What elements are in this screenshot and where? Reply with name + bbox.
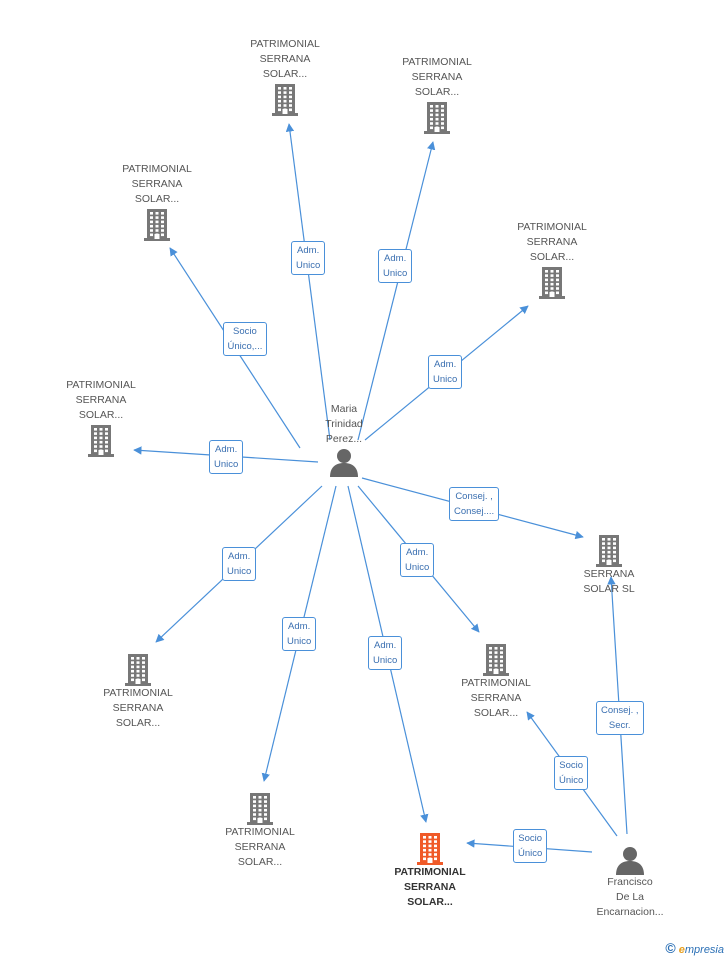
company-node-c2[interactable]: PATRIMONIAL SERRANA SOLAR... [377, 55, 497, 134]
building-icon [200, 791, 320, 825]
relation-label[interactable]: Adm. Unico [428, 355, 463, 389]
relation-label[interactable]: Adm. Unico [400, 543, 435, 577]
brand-initial: e [678, 944, 685, 956]
person-node-p2[interactable]: Francisco De La Encarnacion... [570, 845, 690, 920]
building-icon [436, 642, 556, 676]
relation-label[interactable]: Adm. Unico [222, 547, 257, 581]
company-node-c5[interactable]: PATRIMONIAL SERRANA SOLAR... [41, 378, 161, 457]
node-label: PATRIMONIAL SERRANA SOLAR... [250, 38, 320, 80]
building-icon [377, 100, 497, 134]
company-node-c8[interactable]: PATRIMONIAL SERRANA SOLAR... [78, 652, 198, 731]
footer-brand: © empresia [665, 940, 724, 956]
relation-label[interactable]: Adm. Unico [378, 249, 413, 283]
building-icon [97, 207, 217, 241]
edge-p1-c1 [285, 123, 331, 441]
company-node-c9[interactable]: PATRIMONIAL SERRANA SOLAR... [200, 791, 320, 870]
company-node-c4[interactable]: PATRIMONIAL SERRANA SOLAR... [492, 220, 612, 299]
relation-label[interactable]: Consej. , Secr. [596, 701, 644, 735]
company-node-c7[interactable]: PATRIMONIAL SERRANA SOLAR... [436, 642, 556, 721]
node-label: PATRIMONIAL SERRANA SOLAR... [122, 163, 192, 205]
person-icon [284, 447, 404, 477]
node-label: PATRIMONIAL SERRANA SOLAR... [66, 379, 136, 421]
edge-p1-c2 [357, 141, 436, 441]
node-label: PATRIMONIAL SERRANA SOLAR... [461, 677, 531, 719]
node-label: PATRIMONIAL SERRANA SOLAR... [517, 221, 587, 263]
person-node-p1[interactable]: Maria Trinidad Perez... [284, 402, 404, 477]
building-icon [78, 652, 198, 686]
relation-label[interactable]: Adm. Unico [291, 241, 326, 275]
company-node-c3[interactable]: PATRIMONIAL SERRANA SOLAR... [97, 162, 217, 241]
node-label: PATRIMONIAL SERRANA SOLAR... [402, 56, 472, 98]
copyright-icon: © [665, 940, 676, 956]
building-icon [549, 533, 669, 567]
node-label: PATRIMONIAL SERRANA SOLAR... [225, 826, 295, 868]
relation-label[interactable]: Consej. , Consej.... [449, 487, 500, 521]
node-label: PATRIMONIAL SERRANA SOLAR... [103, 687, 173, 729]
relation-label[interactable]: Adm. Unico [282, 617, 317, 651]
relation-label[interactable]: Socio Único [513, 829, 548, 863]
company-node-c10[interactable]: PATRIMONIAL SERRANA SOLAR... [370, 831, 490, 910]
person-icon [570, 845, 690, 875]
brand-name: mpresia [684, 944, 724, 956]
company-node-c1[interactable]: PATRIMONIAL SERRANA SOLAR... [225, 37, 345, 116]
node-label: SERRANA SOLAR SL [583, 568, 635, 595]
building-icon [370, 831, 490, 865]
node-label: Francisco De La Encarnacion... [596, 876, 664, 918]
relation-label[interactable]: Socio Único,... [222, 322, 268, 356]
relation-label[interactable]: Adm. Unico [368, 636, 403, 670]
building-icon [41, 423, 161, 457]
company-node-c6[interactable]: SERRANA SOLAR SL [549, 533, 669, 597]
relation-label[interactable]: Socio Único [554, 756, 589, 790]
building-icon [225, 82, 345, 116]
node-label: PATRIMONIAL SERRANA SOLAR... [394, 866, 466, 908]
relation-label[interactable]: Adm. Unico [209, 440, 244, 474]
building-icon [492, 265, 612, 299]
node-label: Maria Trinidad Perez... [325, 403, 363, 445]
